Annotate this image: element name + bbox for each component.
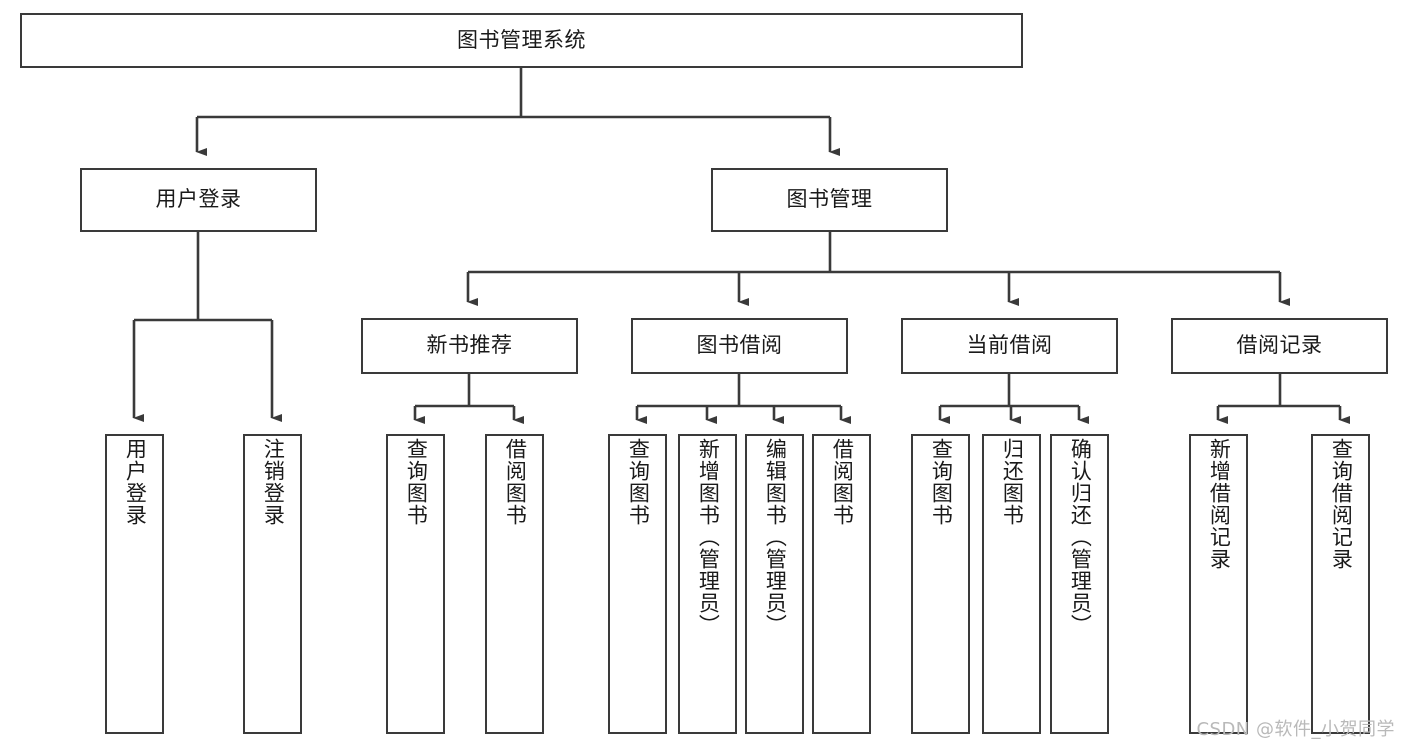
leaf-borrow-query[interactable]: 查询图书 [608, 434, 667, 734]
leaf-borrow-add-book-admin[interactable]: 新增图书（管理员） [678, 434, 737, 734]
node-label: 借阅图书 [503, 438, 528, 526]
leaf-newbook-query[interactable]: 查询图书 [386, 434, 445, 734]
leaf-borrow-edit-book-admin[interactable]: 编辑图书（管理员） [745, 434, 804, 734]
node-book-management[interactable]: 图书管理 [711, 168, 948, 232]
node-label: 图书管理系统 [457, 27, 586, 52]
node-label: 新增借阅记录 [1207, 438, 1232, 570]
node-label: 当前借阅 [966, 333, 1053, 358]
node-new-book-recommend[interactable]: 新书推荐 [361, 318, 578, 374]
leaf-borrow-lend-book[interactable]: 借阅图书 [812, 434, 871, 734]
node-label: 用户登录 [155, 187, 242, 212]
node-label: 图书管理 [786, 187, 873, 212]
leaf-current-confirm-return-admin[interactable]: 确认归还（管理员） [1050, 434, 1109, 734]
leaf-user-logout[interactable]: 注销登录 [243, 434, 302, 734]
node-label: 借阅记录 [1236, 333, 1323, 358]
node-label: 归还图书 [1000, 438, 1025, 526]
leaf-current-query[interactable]: 查询图书 [911, 434, 970, 734]
node-label: 查询图书 [404, 438, 429, 526]
node-current-borrow[interactable]: 当前借阅 [901, 318, 1118, 374]
leaf-records-query[interactable]: 查询借阅记录 [1311, 434, 1370, 734]
leaf-current-return-book[interactable]: 归还图书 [982, 434, 1041, 734]
node-label: 用户登录 [123, 438, 148, 526]
node-user-login[interactable]: 用户登录 [80, 168, 317, 232]
node-label: 确认归还（管理员） [1068, 438, 1093, 636]
node-label: 编辑图书（管理员） [763, 438, 788, 636]
leaf-newbook-borrow[interactable]: 借阅图书 [485, 434, 544, 734]
leaf-records-add[interactable]: 新增借阅记录 [1189, 434, 1248, 734]
node-label: 借阅图书 [830, 438, 855, 526]
node-label: 图书借阅 [696, 333, 783, 358]
node-label: 查询图书 [929, 438, 954, 526]
watermark-text: CSDN @软件_小贺同学 [1196, 719, 1395, 740]
node-label: 查询图书 [626, 438, 651, 526]
node-label: 新书推荐 [426, 333, 513, 358]
node-borrow-records[interactable]: 借阅记录 [1171, 318, 1388, 374]
node-label: 注销登录 [261, 438, 286, 526]
node-label: 查询借阅记录 [1329, 438, 1354, 570]
node-label: 新增图书（管理员） [696, 438, 721, 636]
leaf-user-login[interactable]: 用户登录 [105, 434, 164, 734]
node-book-borrow[interactable]: 图书借阅 [631, 318, 848, 374]
node-root-system[interactable]: 图书管理系统 [20, 13, 1023, 68]
